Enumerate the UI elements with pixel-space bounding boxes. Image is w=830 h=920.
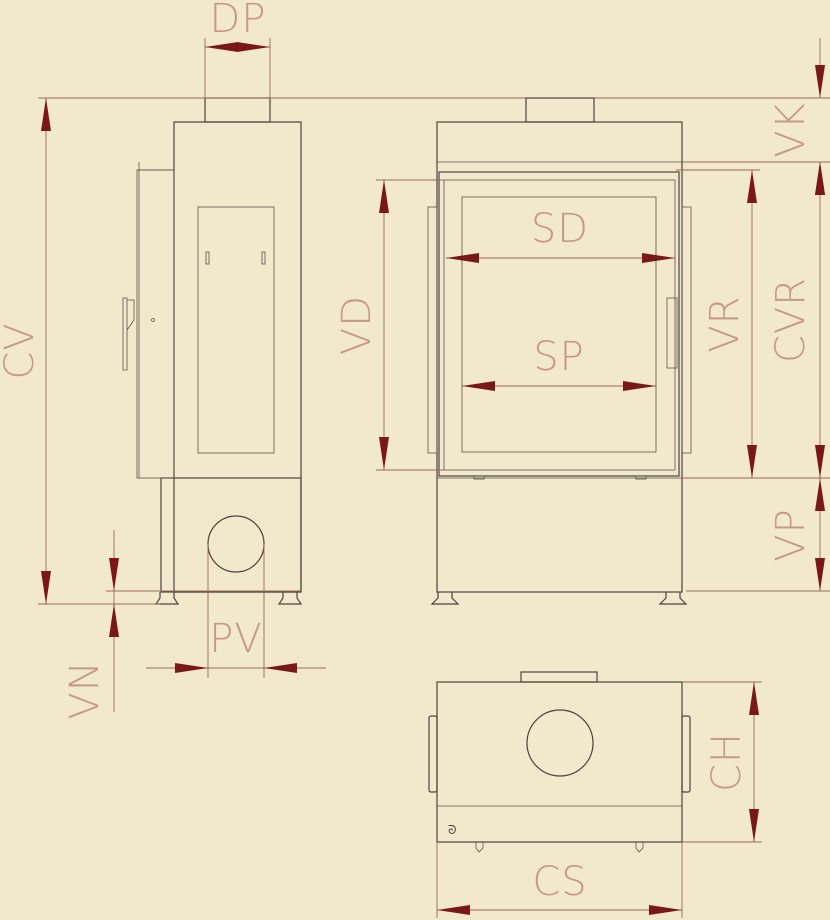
- dim-vk-label: VK: [768, 102, 814, 158]
- top-view: ᘐ: [428, 671, 691, 853]
- dim-dp-label: DP: [210, 0, 267, 42]
- front-side-panel-right: [681, 206, 692, 454]
- side-window-slot-right: [261, 251, 266, 265]
- dim-vd-label: VD: [334, 295, 380, 355]
- dim-cs-label: CS: [532, 859, 587, 905]
- top-side-handle-right: [681, 715, 691, 793]
- dim-sd-arrow-right: [642, 253, 675, 263]
- side-door-panel: [136, 169, 175, 479]
- dim-vp-label: VP: [768, 508, 814, 561]
- dim-dp-arrow-left: [205, 42, 238, 52]
- top-flue-outlet: [526, 709, 594, 777]
- top-foot-left: [475, 842, 484, 853]
- dim-sp-arrow-right: [623, 381, 656, 391]
- dim-pv: PV: [146, 544, 326, 678]
- front-hinge-left: [473, 475, 485, 480]
- dim-cv-label: CV: [0, 322, 43, 379]
- side-air-inlet: [207, 515, 265, 573]
- dim-ch-arrow-top: [749, 682, 759, 715]
- dim-sp-label: SP: [533, 334, 585, 380]
- dim-cs-arrow-left: [437, 905, 470, 915]
- dim-vr: VR: [676, 169, 760, 479]
- dim-sd-label: SD: [531, 206, 589, 252]
- dim-vk: VK: [594, 38, 830, 195]
- top-body: [436, 681, 683, 843]
- dim-ch-label: CH: [704, 732, 750, 792]
- dim-sp: SP: [462, 334, 656, 391]
- side-base: [160, 477, 302, 593]
- dim-vp-arrow-bottom: [815, 558, 825, 591]
- dim-cvr-arrow-top: [815, 162, 825, 195]
- dim-vd-arrow-top: [379, 180, 389, 213]
- dim-vn-arrow-bottom: [109, 604, 119, 637]
- dim-pv-arrow-right: [264, 663, 297, 673]
- dim-ch: CH: [682, 681, 762, 843]
- dim-pv-label: PV: [209, 616, 262, 662]
- side-window: [197, 206, 275, 454]
- front-view: [427, 97, 692, 605]
- dim-vp: VP: [686, 478, 830, 592]
- front-hinge-right: [635, 475, 647, 480]
- front-flue-pipe: [525, 97, 595, 123]
- side-handle-pin: [151, 318, 155, 322]
- side-flue-pipe: [204, 97, 271, 123]
- side-foot-right: [277, 592, 303, 605]
- dim-cv: CV: [0, 97, 526, 605]
- top-logo-icon: ᘐ: [448, 823, 456, 837]
- side-foot-left: [154, 592, 180, 605]
- dim-vd-arrow-bottom: [379, 437, 389, 470]
- side-handle: [122, 297, 128, 371]
- front-door-handle: [666, 297, 678, 369]
- dim-pv-arrow-left: [175, 663, 208, 673]
- front-glass: [461, 196, 657, 453]
- side-body: [173, 121, 302, 593]
- dim-vr-arrow-bottom: [747, 445, 757, 478]
- side-handle-grip: [126, 299, 135, 331]
- dim-vn-arrow-top: [109, 558, 119, 591]
- dim-sd-arrow-left: [446, 253, 479, 263]
- dim-vn-label: VN: [62, 660, 108, 719]
- dim-vr-label: VR: [702, 295, 748, 352]
- front-foot-right: [658, 592, 688, 605]
- dim-ch-arrow-bottom: [749, 809, 759, 842]
- dim-vn: VN: [62, 530, 156, 720]
- side-view: [106, 97, 303, 605]
- top-foot-right: [635, 842, 644, 853]
- dim-cv-arrow-bottom: [41, 571, 51, 604]
- dim-dp-arrow-right: [237, 42, 270, 52]
- front-door-frame-inner: [443, 179, 676, 471]
- dim-cvr: CVR: [760, 162, 830, 479]
- front-side-panel-left: [427, 206, 438, 454]
- dim-vr-arrow-top: [747, 170, 757, 203]
- dim-cs: CS: [436, 842, 683, 918]
- dim-cvr-arrow-bottom: [815, 445, 825, 478]
- dim-dp: DP: [204, 0, 271, 98]
- front-foot-left: [430, 592, 460, 605]
- dim-vp-arrow-top: [815, 478, 825, 511]
- dim-cs-arrow-right: [649, 905, 682, 915]
- dim-cv-arrow-top: [41, 98, 51, 131]
- dim-cvr-label: CVR: [768, 277, 814, 363]
- dim-sd: SD: [446, 206, 675, 263]
- top-side-handle-left: [428, 715, 438, 793]
- top-rear-handle: [520, 671, 598, 683]
- side-window-slot-left: [205, 251, 210, 265]
- dim-sp-arrow-left: [462, 381, 495, 391]
- dim-vk-arrow-top: [815, 65, 825, 98]
- dim-vd: VD: [334, 179, 444, 471]
- front-door-frame-outer: [438, 171, 680, 477]
